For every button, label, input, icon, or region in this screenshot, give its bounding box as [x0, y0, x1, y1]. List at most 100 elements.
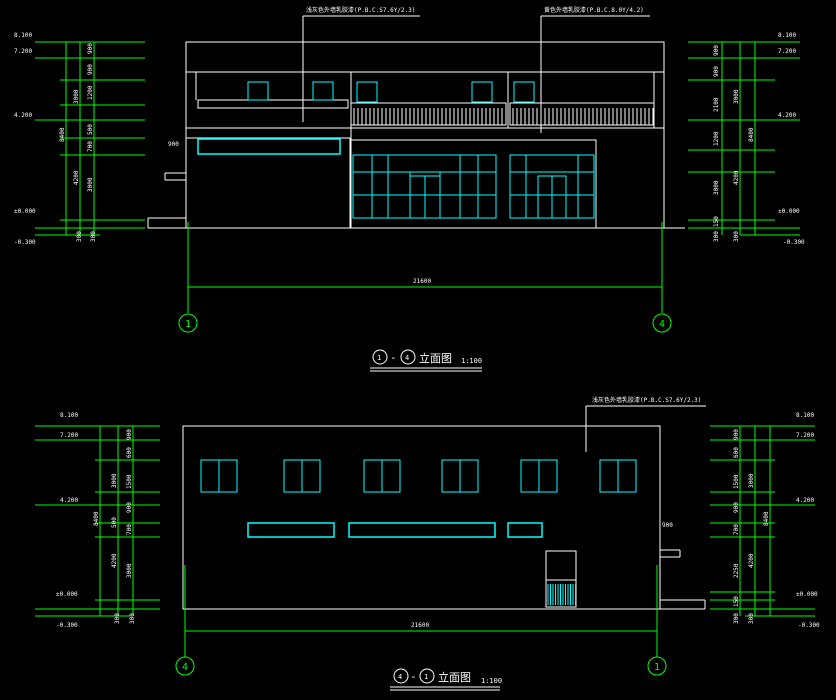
- svg-text:-: -: [390, 351, 397, 364]
- bottom-callout-a: 浅灰色外墙乳胶漆(P.B.C.S7.6Y/2.3): [592, 396, 701, 404]
- svg-text:4.200: 4.200: [796, 497, 814, 504]
- top-overall-dim: 21600: [413, 278, 431, 285]
- bottom-grid-right: 1: [654, 662, 660, 673]
- svg-text:1200: 1200: [87, 85, 94, 100]
- svg-text:500: 500: [87, 124, 94, 135]
- svg-text:1: 1: [424, 673, 428, 681]
- svg-text:4.200: 4.200: [60, 497, 78, 504]
- top-right-dim-text: 900 900 2100 1200 3000 150 300 3000 4200…: [713, 45, 755, 242]
- svg-text:±0.000: ±0.000: [778, 208, 800, 215]
- svg-text:500: 500: [111, 517, 118, 528]
- svg-text:±0.000: ±0.000: [796, 591, 818, 598]
- bottom-door-grille: [547, 584, 576, 605]
- top-callout-a: 浅灰色外墙乳胶漆(P.B.C.S7.6Y/2.3): [306, 6, 415, 14]
- svg-text:150: 150: [713, 216, 720, 227]
- svg-text:300: 300: [733, 613, 740, 624]
- svg-text:3000: 3000: [111, 473, 118, 488]
- svg-text:600: 600: [126, 447, 133, 458]
- svg-text:4200: 4200: [733, 170, 740, 185]
- svg-text:600: 600: [733, 447, 740, 458]
- svg-text:900: 900: [126, 429, 133, 440]
- top-balcony-balusters: [353, 108, 654, 125]
- svg-text:900: 900: [713, 66, 720, 77]
- svg-text:8.100: 8.100: [778, 32, 796, 39]
- bottom-elevation: 浅灰色外墙乳胶漆(P.B.C.S7.6Y/2.3) 8.100 7.200 4.…: [35, 396, 820, 691]
- top-grid-right: 4: [659, 319, 665, 330]
- svg-text:8.100: 8.100: [796, 412, 814, 419]
- svg-text:2250: 2250: [733, 563, 740, 578]
- top-left-level-labels: 8.100 7.200 4.200 ±0.000 -0.300: [14, 32, 36, 246]
- svg-text:4: 4: [405, 354, 409, 362]
- svg-text:900: 900: [733, 429, 740, 440]
- svg-text:3000: 3000: [748, 473, 755, 488]
- svg-text:4200: 4200: [111, 553, 118, 568]
- bottom-building-outline: [182, 425, 706, 610]
- bottom-overall-dim: 21600: [411, 622, 429, 629]
- svg-text:立面图: 立面图: [438, 670, 471, 684]
- top-left-level-3: 4.200: [14, 112, 32, 119]
- svg-text:900: 900: [87, 64, 94, 75]
- svg-text:300: 300: [90, 231, 97, 242]
- top-right-dimension-chain: [688, 41, 800, 236]
- svg-text:3000: 3000: [733, 89, 740, 104]
- svg-text:900: 900: [733, 502, 740, 513]
- bottom-left-level-labels: 8.100 7.200 4.200 ±0.000 -0.300: [56, 412, 78, 629]
- svg-text:700: 700: [126, 524, 133, 535]
- svg-text:1500: 1500: [126, 474, 133, 489]
- bottom-left-dimension-chain: [35, 425, 160, 617]
- bottom-title: 4 - 1 立面图 1:100: [390, 668, 502, 691]
- top-right-level-labels: 8.100 7.200 4.200 ±0.000 -0.300: [778, 32, 805, 246]
- top-title: 1 - 4 立面图 1:100: [370, 349, 482, 372]
- top-left-level-2: 7.200: [14, 48, 32, 55]
- top-windows: [197, 81, 595, 219]
- svg-text:2100: 2100: [713, 97, 720, 112]
- svg-text:±0.000: ±0.000: [56, 591, 78, 598]
- svg-text:7.200: 7.200: [796, 432, 814, 439]
- svg-text:300: 300: [748, 613, 755, 624]
- svg-text:300: 300: [733, 231, 740, 242]
- bottom-left-dim-text: 900 600 1500 900 700 3000 300 3000 500 4…: [93, 429, 136, 624]
- bottom-windows: [200, 459, 637, 538]
- svg-text:1500: 1500: [733, 474, 740, 489]
- svg-text:300: 300: [713, 231, 720, 242]
- svg-text:立面图: 立面图: [419, 351, 452, 365]
- svg-text:8.100: 8.100: [60, 412, 78, 419]
- svg-text:300: 300: [114, 613, 121, 624]
- svg-text:3000: 3000: [73, 89, 80, 104]
- top-left-dim-text: 900 900 1200 500 700 3000 300 3000 4200 …: [59, 43, 97, 242]
- bottom-right-dim-text: 900 600 1500 900 700 2250 150 300 3000 4…: [733, 429, 770, 624]
- top-left-level-1: 8.100: [14, 32, 32, 39]
- svg-text:7.200: 7.200: [778, 48, 796, 55]
- svg-text:3000: 3000: [713, 180, 720, 195]
- svg-text:1200: 1200: [713, 131, 720, 146]
- top-left-level-4: ±0.000: [14, 208, 36, 215]
- svg-text:8400: 8400: [763, 511, 770, 526]
- svg-text:300: 300: [129, 613, 136, 624]
- top-callout-leaders: [302, 15, 650, 133]
- bottom-grid-axes: [175, 565, 667, 676]
- top-small-dim: 900: [168, 141, 179, 148]
- svg-text:3000: 3000: [126, 563, 133, 578]
- svg-text:1:100: 1:100: [461, 357, 482, 365]
- bottom-right-level-labels: 8.100 7.200 4.200 ±0.000 -0.300: [796, 412, 820, 629]
- svg-text:8400: 8400: [93, 511, 100, 526]
- svg-text:700: 700: [733, 524, 740, 535]
- svg-text:1:100: 1:100: [481, 677, 502, 685]
- svg-text:4200: 4200: [73, 170, 80, 185]
- svg-text:8400: 8400: [59, 127, 66, 142]
- top-elevation: 浅灰色外墙乳胶漆(P.B.C.S7.6Y/2.3) 黄色外墙乳胶漆(P.B.C.…: [14, 6, 805, 372]
- svg-text:8400: 8400: [748, 127, 755, 142]
- top-grid-left: 1: [185, 319, 191, 330]
- top-left-level-5: -0.300: [14, 239, 36, 246]
- svg-text:900: 900: [87, 43, 94, 54]
- svg-text:-0.300: -0.300: [798, 622, 820, 629]
- top-grid-axes: [178, 222, 672, 333]
- svg-text:900: 900: [126, 502, 133, 513]
- svg-text:-: -: [410, 670, 417, 683]
- bottom-callout-leader: [585, 405, 706, 452]
- svg-text:-0.300: -0.300: [56, 622, 78, 629]
- bottom-right-dimension-chain: [710, 425, 815, 617]
- top-building-outline: [147, 41, 685, 229]
- bottom-grid-left: 4: [182, 662, 188, 673]
